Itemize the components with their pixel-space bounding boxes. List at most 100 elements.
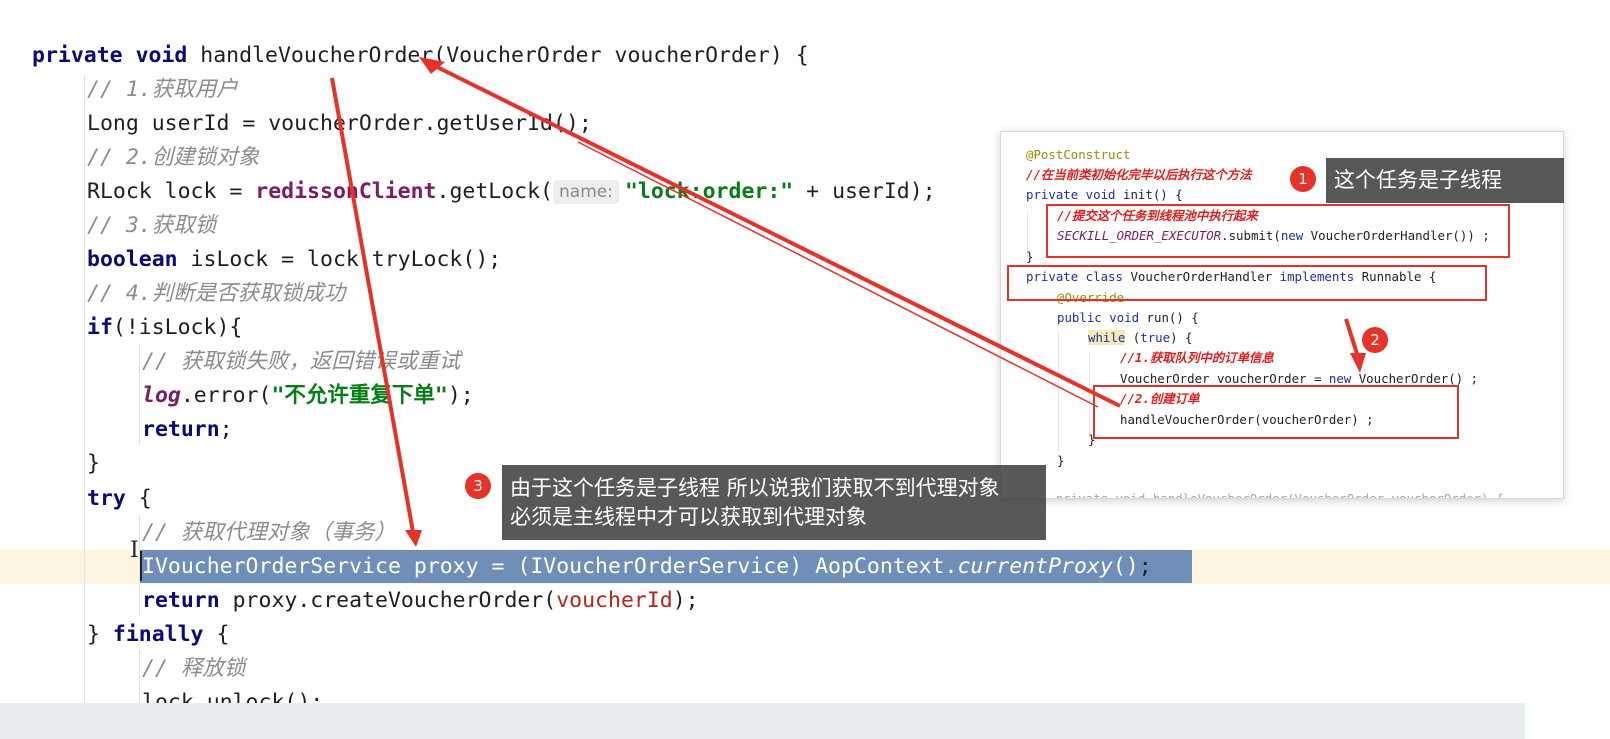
code-line-comment[interactable]: // 3.获取锁 (87, 208, 1610, 243)
field-name: log (142, 383, 181, 408)
ref-comment: //1.获取队列中的订单信息 (1120, 350, 1274, 365)
code-text: (!isLock){ (112, 315, 243, 340)
step-badge-3: 3 (465, 473, 491, 499)
code-text: } (87, 622, 113, 647)
code-text: .getLock( (436, 179, 554, 204)
annotation-text: @PostConstruct (1026, 147, 1131, 162)
code-text: } (1026, 249, 1034, 264)
selected-code-method: currentProxy (957, 554, 1113, 579)
indent-guide (139, 650, 140, 705)
code-comment: // 4.判断是否获取锁成功 (87, 281, 346, 306)
code-line-comment[interactable]: // 释放锁 (142, 651, 1610, 686)
code-text: proxy.createVoucherOrder( (219, 588, 557, 613)
code-text: VoucherOrder() ; (1351, 371, 1479, 386)
code-text: ( (1125, 330, 1141, 345)
keyword: new (1328, 371, 1352, 386)
keyword: private class (1026, 269, 1123, 284)
code-text: handleVoucherOrder(voucherOrder) ; (1120, 412, 1374, 427)
code-line[interactable]: try { (87, 481, 1610, 516)
ref-line: handleVoucherOrder(voucherOrder) ; (1120, 410, 1563, 430)
code-line-signature[interactable]: private void handleVoucherOrder(VoucherO… (32, 38, 1610, 73)
keyword: return (142, 417, 220, 442)
code-text: + userId); (793, 179, 936, 204)
ref-line: public void run() { (1057, 308, 1563, 328)
ref-line: } (1088, 430, 1563, 450)
code-line[interactable]: Long userId = voucherOrder.getUserId(); (87, 106, 1610, 141)
ibeam-cursor-icon: I (130, 538, 139, 563)
error-identifier: voucherId (556, 588, 673, 613)
parameter-hint: name: (553, 180, 619, 204)
indent-guide (139, 515, 140, 615)
keyword: try (87, 486, 126, 511)
code-text: ); (672, 588, 699, 613)
code-text: ); (447, 383, 474, 408)
code-line-comment[interactable]: // 2.创建锁对象 (87, 140, 1610, 175)
highlight-box-handle (1093, 385, 1459, 439)
cut-off-code: private void handleVoucherOrder(VoucherO… (1026, 491, 1504, 499)
ref-line: //在当前类初始化完毕以后执行这个方法 (1026, 165, 1563, 185)
code-comment: // 获取代理对象（事务） (142, 520, 396, 545)
ref-line: } (1057, 451, 1563, 471)
arrow-thin-line (577, 141, 1099, 408)
code-text: isLock = lock.tryLock(); (177, 247, 502, 272)
code-text: Runnable { (1354, 269, 1437, 284)
ref-comment: //在当前类初始化完毕以后执行这个方法 (1026, 167, 1252, 182)
code-line[interactable]: RLock lock = redissonClient.getLock(name… (87, 174, 1610, 209)
keyword: private (32, 43, 123, 68)
indent-guide (1058, 332, 1059, 452)
ref-comment: //提交这个任务到线程池中执行起来 (1057, 208, 1258, 223)
code-text: VoucherOrderHandler (1122, 269, 1280, 284)
code-line[interactable]: boolean isLock = lock.tryLock(); (87, 242, 1610, 277)
code-text: { (125, 486, 152, 511)
code-text: ; (219, 417, 233, 442)
code-text: ) { (1170, 330, 1193, 345)
ref-comment: //2.创建订单 (1120, 391, 1200, 406)
code-text: .error( (180, 383, 272, 408)
keyword: boolean (87, 247, 178, 272)
keyword: public void (1057, 310, 1140, 325)
code-comment: // 获取锁失败，返回错误或重试 (142, 349, 461, 374)
code-line[interactable]: } (87, 446, 1610, 481)
ref-line: SECKILL_ORDER_EXECUTOR.submit(new Vouche… (1057, 226, 1563, 246)
code-line[interactable]: } finally { (87, 617, 1610, 652)
code-line-comment[interactable]: // 4.判断是否获取锁成功 (87, 276, 1610, 311)
code-line[interactable]: log.error("不允许重复下单"); (142, 378, 1610, 413)
annotation-text: @Override (1057, 290, 1125, 305)
ref-line: //1.获取队列中的订单信息 (1120, 348, 1563, 368)
ref-line: private void handleVoucherOrder(VoucherO… (1026, 489, 1563, 499)
code-line[interactable]: return proxy.createVoucherOrder(voucherI… (142, 583, 1610, 618)
ref-line: } (1026, 247, 1563, 267)
code-line[interactable]: return; (142, 412, 1610, 447)
code-line[interactable]: if(!isLock){ (87, 310, 1610, 345)
callout-text: 由于这个任务是子线程 所以说我们获取不到代理对象 (510, 476, 1000, 500)
code-line-comment[interactable]: // 获取代理对象（事务） (142, 515, 1610, 550)
ref-line: VoucherOrder voucherOrder = new VoucherO… (1120, 369, 1563, 389)
text-selection (140, 550, 1192, 583)
code-line-comment[interactable]: // 获取锁失败，返回错误或重试 (142, 344, 1610, 379)
callout-tooltip-3: 由于这个任务是子线程 所以说我们获取不到代理对象 必须是主线程中才可以获取到代理… (502, 465, 1046, 540)
selected-code: IVoucherOrderService proxy = (IVoucherOr… (142, 554, 958, 579)
keyword: void (135, 43, 188, 68)
arrow-to-method-shaft (432, 63, 1121, 408)
code-comment: // 释放锁 (142, 656, 246, 681)
string-literal: "不允许重复下单" (271, 383, 448, 408)
ref-line: private void init() { (1026, 185, 1563, 205)
code-text: Long userId = voucherOrder.getUserId(); (87, 111, 592, 136)
code-line-comment[interactable]: // 1.获取用户 (87, 72, 1610, 107)
code-text: } (87, 451, 100, 476)
indent-guide (1027, 212, 1028, 257)
ref-line: //2.创建订单 (1120, 389, 1563, 409)
callout-text: 这个任务是子线程 (1334, 168, 1502, 192)
code-text: } (1057, 453, 1065, 468)
keyword: implements (1279, 269, 1355, 284)
code-text: } (1088, 432, 1096, 447)
code-line-selected[interactable]: IVoucherOrderService proxy = (IVoucherOr… (142, 549, 1610, 584)
arrow-to-method-head (419, 57, 445, 74)
callout-text: 必须是主线程中才可以获取到代理对象 (510, 505, 867, 529)
keyword: if (87, 315, 113, 340)
arrow-to-proxy-head (405, 530, 422, 547)
code-text: handleVoucherOrder(VoucherOrder voucherO… (187, 43, 809, 68)
code-text: VoucherOrderHandler()) ; (1303, 228, 1490, 243)
keyword: new (1280, 228, 1304, 243)
